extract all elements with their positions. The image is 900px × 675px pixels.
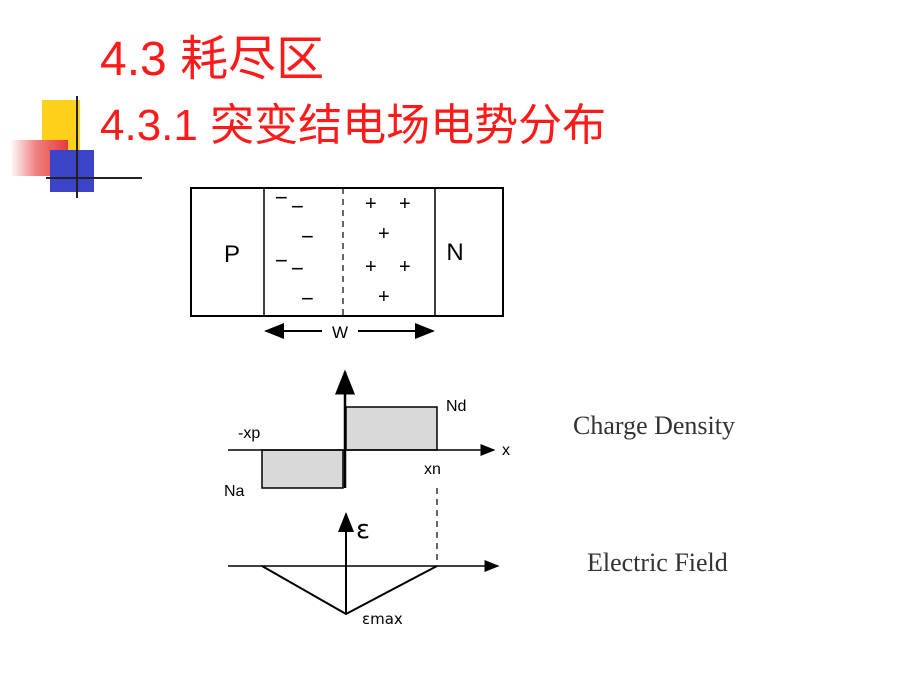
- junction-box: P N − − − − − − + + + + + +: [190, 185, 504, 317]
- logo-blue-square: [50, 150, 94, 192]
- width-label: W: [332, 323, 348, 342]
- minus-sign: −: [275, 185, 288, 210]
- acceptor-charge-block: [261, 449, 344, 489]
- slide-title: 4.3 耗尽区: [100, 33, 325, 86]
- junction-outline: [190, 187, 504, 317]
- negative-charges: − − − − − −: [275, 185, 314, 311]
- field-profile: [261, 565, 438, 616]
- logo-horizontal-line: [46, 177, 142, 179]
- minus-sign: −: [291, 194, 304, 219]
- plus-sign: +: [378, 286, 390, 308]
- minus-sign: −: [275, 248, 288, 273]
- positive-charges: + + + + + +: [365, 193, 411, 308]
- logo-vertical-line: [76, 96, 78, 198]
- donor-charge-block: [345, 406, 438, 451]
- charge-density-caption: Charge Density: [573, 411, 735, 440]
- depletion-width-indicator: W: [264, 323, 435, 342]
- electric-field-caption: Electric Field: [587, 548, 728, 577]
- x-axis-label: x: [502, 442, 510, 459]
- plus-sign: +: [365, 256, 377, 278]
- p-region-label: P: [224, 241, 240, 268]
- minus-sign: −: [301, 224, 314, 249]
- slide-subtitle: 4.3.1 突变结电场电势分布: [100, 101, 607, 150]
- plus-sign: +: [399, 256, 411, 278]
- neg-xp-label: -xp: [238, 425, 260, 442]
- n-region-label: N: [446, 239, 463, 266]
- xn-label: xn: [424, 461, 441, 478]
- minus-sign: −: [291, 256, 304, 281]
- na-label: Na: [224, 483, 245, 500]
- emax-label: εmax: [362, 610, 403, 628]
- electric-field-plot: ε εmax Electric Field: [228, 512, 728, 628]
- plus-sign: +: [365, 193, 377, 215]
- plus-sign: +: [399, 193, 411, 215]
- charge-density-plot: -xp xn Na Nd x Charge Density: [224, 369, 735, 500]
- field-axis-symbol: ε: [356, 515, 370, 545]
- plus-sign: +: [378, 223, 390, 245]
- nd-label: Nd: [446, 398, 466, 415]
- minus-sign: −: [301, 286, 314, 311]
